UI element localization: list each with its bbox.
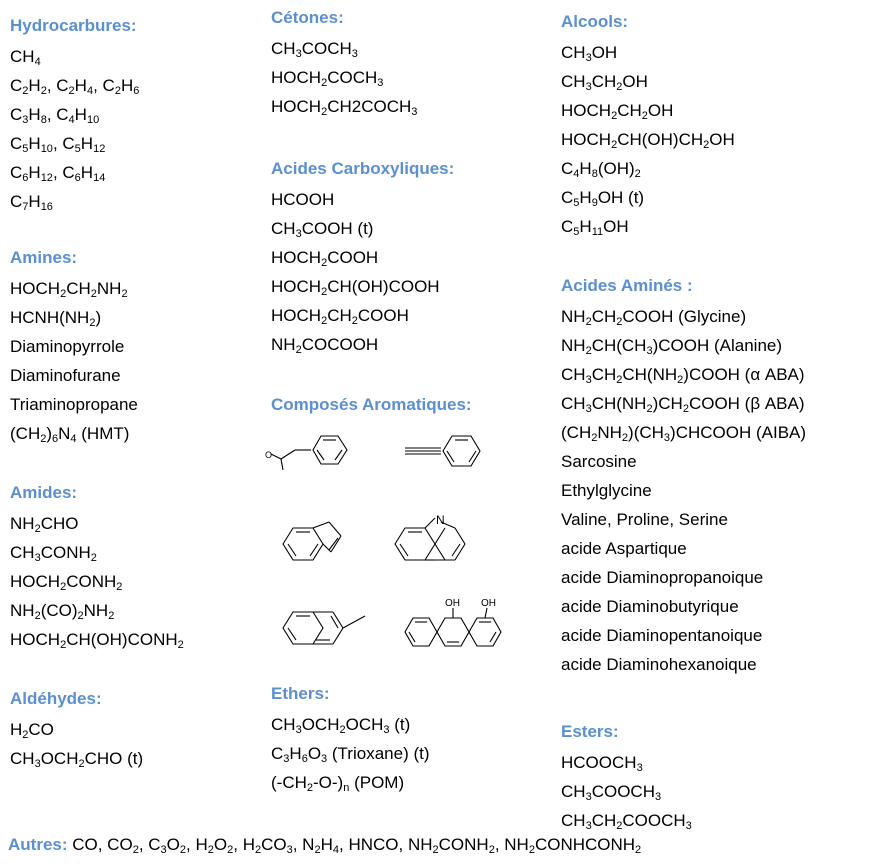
section-composes-aromatiques: Composés Aromatiques: bbox=[271, 395, 561, 421]
formula-item: CH3COOCH3 bbox=[561, 782, 662, 803]
formula-item: HOCH2CH2NH2 bbox=[10, 279, 128, 300]
formula-item: NH2(CO)2NH2 bbox=[10, 601, 115, 622]
formula-item: HOCH2CH(OH)CH2OH bbox=[561, 130, 735, 151]
formula-item: HOCH2COOH bbox=[271, 248, 379, 269]
formula-item: acide Diaminobutyrique bbox=[561, 597, 739, 616]
formula-item: (CH2)6N4 (HMT) bbox=[10, 424, 130, 445]
formula-item: HCOOH bbox=[271, 190, 335, 209]
section-title: Cétones: bbox=[271, 8, 344, 27]
formula-item: C5H9OH (t) bbox=[561, 188, 645, 209]
formula-item: Diaminopyrrole bbox=[10, 337, 125, 356]
section-aldehydes: Aldéhydes: H2CO CH3OCH2CHO (t) bbox=[10, 689, 310, 773]
quinoline-structure-icon: N bbox=[394, 514, 466, 561]
formula-item: C7H16 bbox=[10, 192, 53, 213]
footer-title: Autres: bbox=[8, 835, 68, 854]
formula-item: C4H8(OH)2 bbox=[561, 159, 641, 180]
item-list: CH3OCH2OCH3 (t) C3H6O3 (Trioxane) (t) (-CH… bbox=[271, 710, 571, 797]
formula-item: HOCH2CH2COCH3 bbox=[271, 97, 418, 118]
formula-item: acide Diaminopentanoique bbox=[561, 626, 763, 645]
formula-item: HOCH2CONH2 bbox=[10, 572, 123, 593]
formula-item: C3H6O3 (Trioxane) (t) bbox=[271, 744, 430, 765]
section-title: Acides Aminés : bbox=[561, 276, 693, 295]
section-title: Acides Carboxyliques: bbox=[271, 159, 455, 178]
formula-item: Triaminopropane bbox=[10, 395, 138, 414]
formula-item: C5H11OH bbox=[561, 217, 629, 238]
section-acides-amines: Acides Aminés : NH2CH2COOH (Glycine)NH2C… bbox=[561, 276, 866, 679]
anthracenediol-structure-icon: OH OH bbox=[404, 598, 502, 647]
section-title: Amines: bbox=[10, 248, 78, 267]
section-alcools: Alcools: CH3OH CH3CH2OH HOCH2CH2OH HOCH2CH(… bbox=[561, 12, 866, 241]
formula-item: NH2CH(CH3)COOH (Alanine) bbox=[561, 336, 783, 357]
formula-item: CH3COCH3 bbox=[271, 39, 358, 60]
formula-item: acide Diaminopropanoique bbox=[561, 568, 764, 587]
formula-item: HOCH2CH(OH)CONH2 bbox=[10, 630, 184, 651]
formula-item: NH2CH2COOH (Glycine) bbox=[561, 307, 747, 328]
formula-item: Ethylglycine bbox=[561, 481, 652, 500]
formula-item: Diaminofurane bbox=[10, 366, 121, 385]
formula-item: CH3CONH2 bbox=[10, 543, 97, 564]
formula-item: Sarcosine bbox=[561, 452, 637, 471]
formula-item: CH3CH(NH2)CH2COOH (β ABA) bbox=[561, 394, 805, 415]
section-title: Ethers: bbox=[271, 684, 330, 703]
formula-item: CH3CH2COOCH3 bbox=[561, 811, 692, 832]
section-title: Amides: bbox=[10, 483, 78, 502]
formula-item: HOCH2CH2COOH bbox=[271, 306, 409, 327]
section-acides-carboxyliques: Acides Carboxyliques: HCOOH CH3COOH (t) HO… bbox=[271, 159, 571, 359]
formula-item: HCNH(NH2) bbox=[10, 308, 102, 329]
formula-item: acide Aspartique bbox=[561, 539, 687, 558]
footer-autres: Autres: CO, CO2, C3O2, H2O2, H2CO3, N2H4… bbox=[8, 833, 641, 857]
methylnaphthalene-structure-icon bbox=[282, 611, 366, 645]
formula-item: CH3CH2OH bbox=[561, 72, 648, 93]
section-title: Esters: bbox=[561, 722, 619, 741]
nitrogen-label: N bbox=[436, 514, 445, 527]
formula-item: NH2CHO bbox=[10, 514, 79, 535]
formula-item: CH3CH2CH(NH2)COOH (α ABA) bbox=[561, 365, 805, 386]
section-title: Aldéhydes: bbox=[10, 689, 102, 708]
formula-item: HOCH2COCH3 bbox=[271, 68, 384, 89]
formula-item: Valine, Proline, Serine bbox=[561, 510, 728, 529]
formula-item: (CH2NH2)(CH3)CHCOOH (AIBA) bbox=[561, 423, 807, 444]
hydroxyl-label: OH bbox=[445, 598, 460, 609]
section-title: Alcools: bbox=[561, 12, 629, 31]
formula-item: HOCH2CH(OH)COOH bbox=[271, 277, 440, 298]
item-list: HCOOH CH3COOH (t) HOCH2COOH HOCH2CH(OH)COOH… bbox=[271, 185, 571, 359]
oxygen-label: O bbox=[265, 450, 272, 460]
item-list: H2CO CH3OCH2CHO (t) bbox=[10, 715, 310, 773]
section-ethers: Ethers: CH3OCH2OCH3 (t) C3H6O3 (Trioxane)… bbox=[271, 684, 571, 797]
formula-item: CH3OH bbox=[561, 43, 618, 64]
hydroxyl-label: OH bbox=[481, 598, 496, 609]
formula-item: NH2COCOOH bbox=[271, 335, 379, 356]
formula-item: CH3COOH (t) bbox=[271, 219, 374, 240]
phenylacetone-structure-icon: O bbox=[265, 435, 348, 471]
formula-item: CH3OCH2CHO (t) bbox=[10, 749, 144, 770]
formula-item: H2CO bbox=[10, 720, 54, 741]
formula-item: C2H2, C2H4, C2H6 bbox=[10, 76, 140, 97]
footer-text: CO, CO2, C3O2, H2O2, H2CO3, N2H4, HNCO, … bbox=[67, 835, 642, 856]
item-list: NH2CH2COOH (Glycine) NH2CH(CH3)COOH (Alan… bbox=[561, 302, 866, 679]
phenylacetylene-structure-icon bbox=[405, 435, 481, 467]
formula-item: acide Diaminohexanoique bbox=[561, 655, 757, 674]
formula-item: CH3OCH2OCH3 (t) bbox=[271, 715, 411, 736]
item-list: CH3OH CH3CH2OH HOCH2CH2OH HOCH2CH(OH)CH2OH C… bbox=[561, 38, 866, 241]
formula-item: C6H12, C6H14 bbox=[10, 163, 106, 184]
formula-item: HOCH2CH2OH bbox=[561, 101, 674, 122]
formula-item: C3H8, C4H10 bbox=[10, 105, 100, 126]
formula-item: HCOOCH3 bbox=[561, 753, 643, 774]
formula-item: CH4 bbox=[10, 47, 41, 68]
indene-structure-icon bbox=[282, 521, 342, 561]
section-title: Hydrocarbures: bbox=[10, 16, 137, 35]
formula-item: C5H10, C5H12 bbox=[10, 134, 106, 155]
section-title: Composés Aromatiques: bbox=[271, 395, 472, 414]
formula-item: (-CH2-O-)n (POM) bbox=[271, 773, 405, 794]
